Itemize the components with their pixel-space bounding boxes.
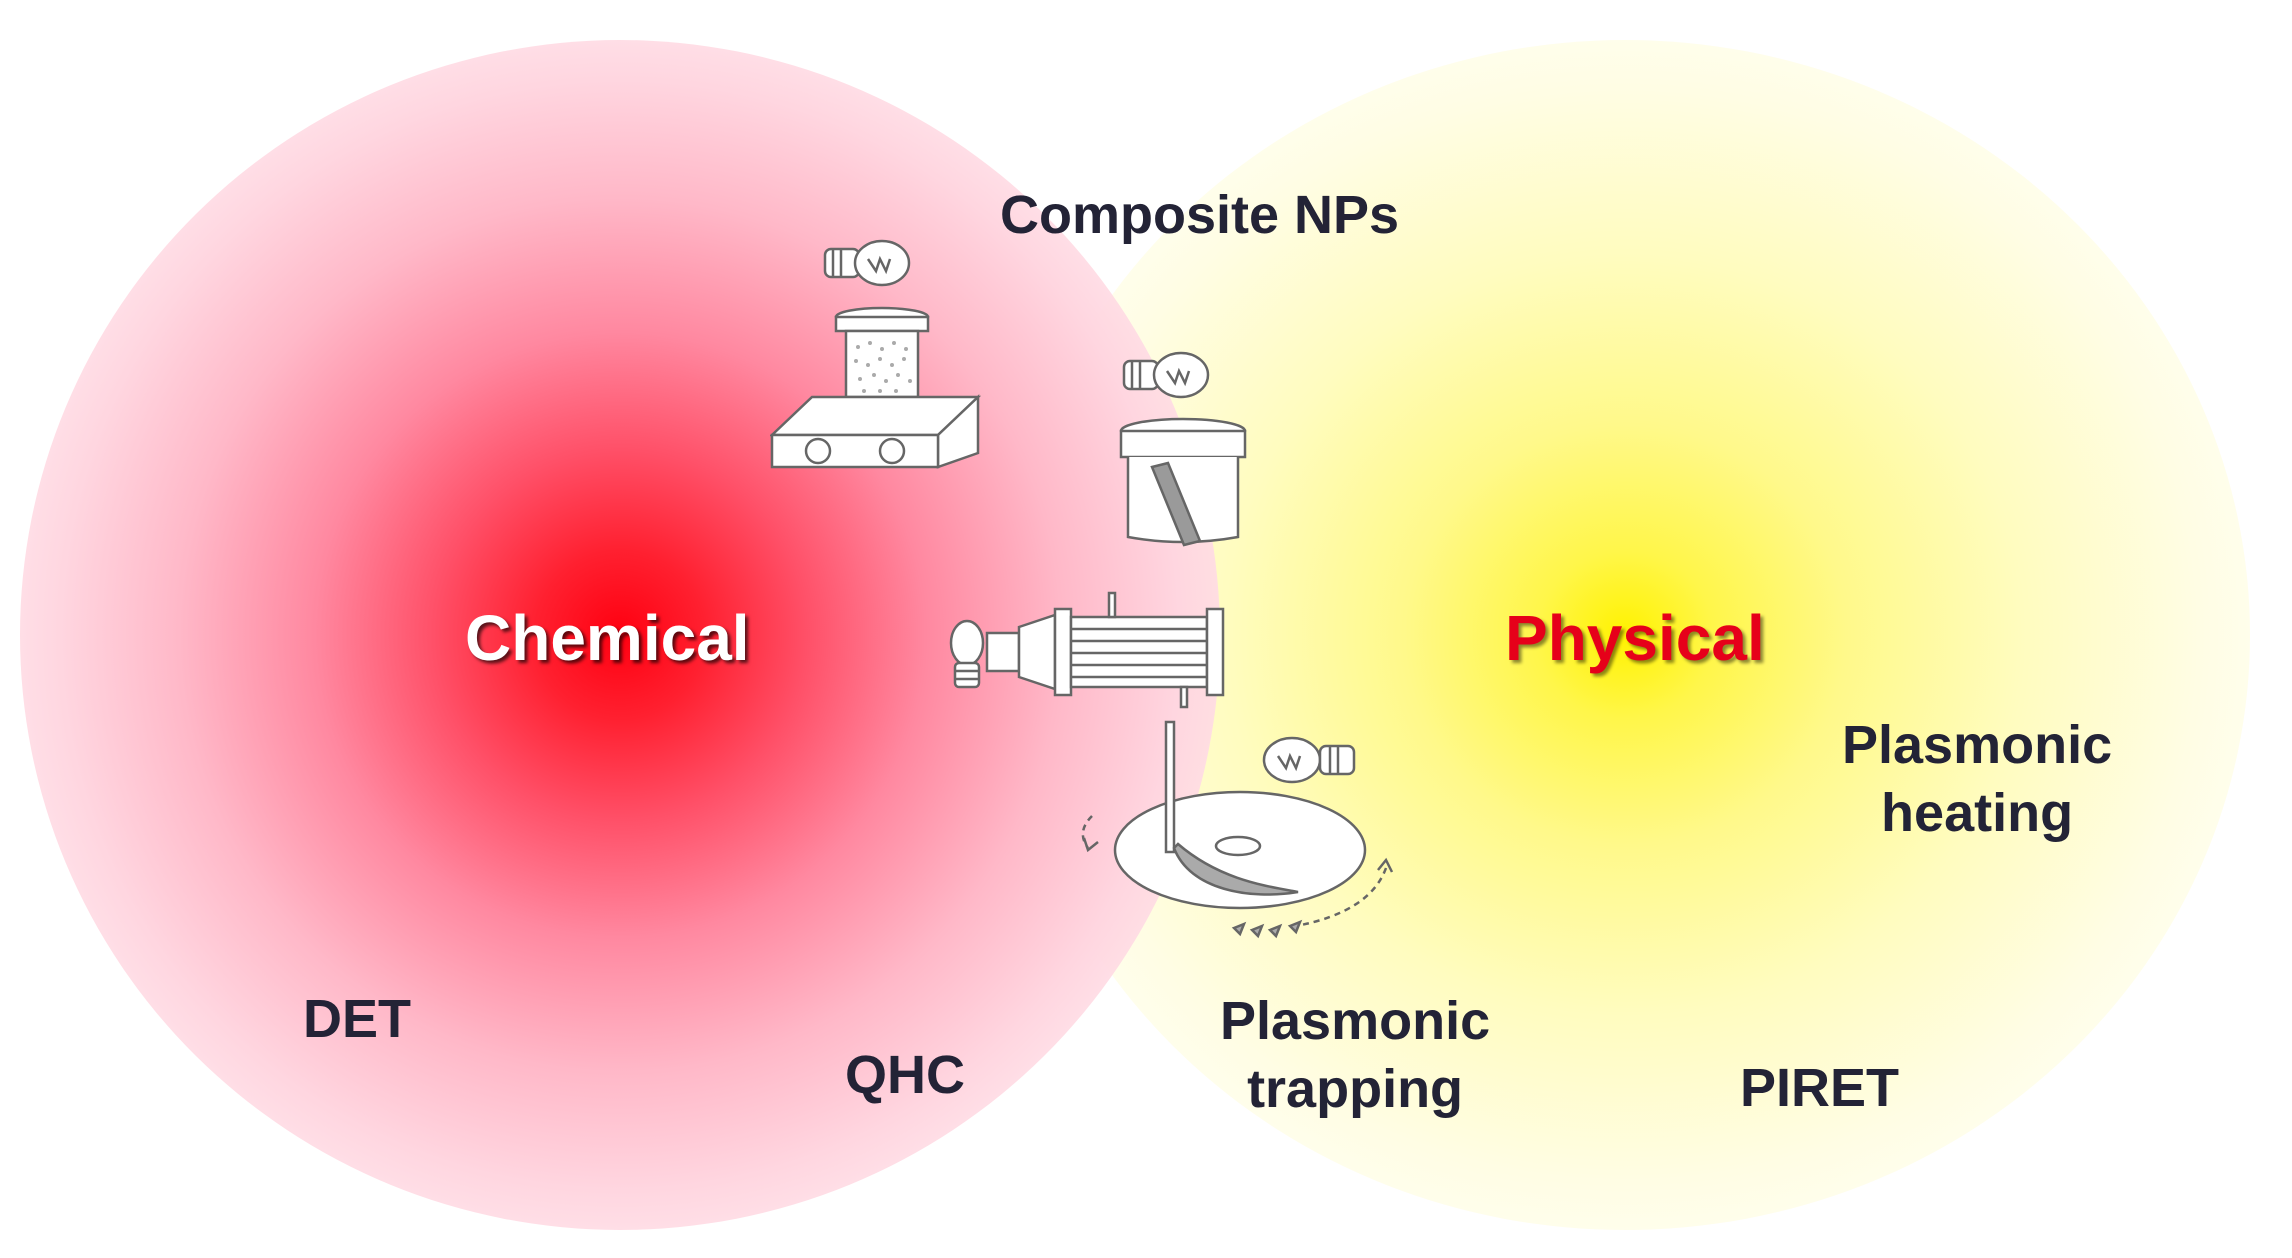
light-bulb-icon [1262, 736, 1356, 784]
plasmonic-heating-label: Plasmonic heating [1842, 712, 2112, 847]
piret-label: PIRET [1740, 1058, 1900, 1118]
spin-coater-icon [1081, 720, 1394, 939]
plasmonic-trapping-label: Plasmonic trapping [1220, 988, 1490, 1123]
plasmonic-trapping-line2: trapping [1247, 1058, 1464, 1119]
beaker-with-slide-icon [1119, 351, 1247, 547]
chemical-label: Chemical [465, 602, 750, 674]
light-bulb-icon [949, 619, 985, 689]
plasmonic-heating-line2: heating [1881, 782, 2074, 843]
physical-label: Physical [1505, 602, 1765, 674]
det-label: DET [303, 989, 411, 1049]
hotplate-stirrer-icon [770, 239, 982, 469]
light-bulb-icon [823, 239, 911, 287]
tube-reactor-icon [949, 591, 1225, 709]
plasmonic-heating-line1: Plasmonic [1842, 715, 2113, 775]
qhc-label: QHC [845, 1045, 965, 1105]
light-bulb-icon [1122, 351, 1210, 399]
plasmonic-trapping-line1: Plasmonic [1220, 991, 1491, 1051]
composite-nps-label: Composite NPs [1000, 185, 1400, 245]
